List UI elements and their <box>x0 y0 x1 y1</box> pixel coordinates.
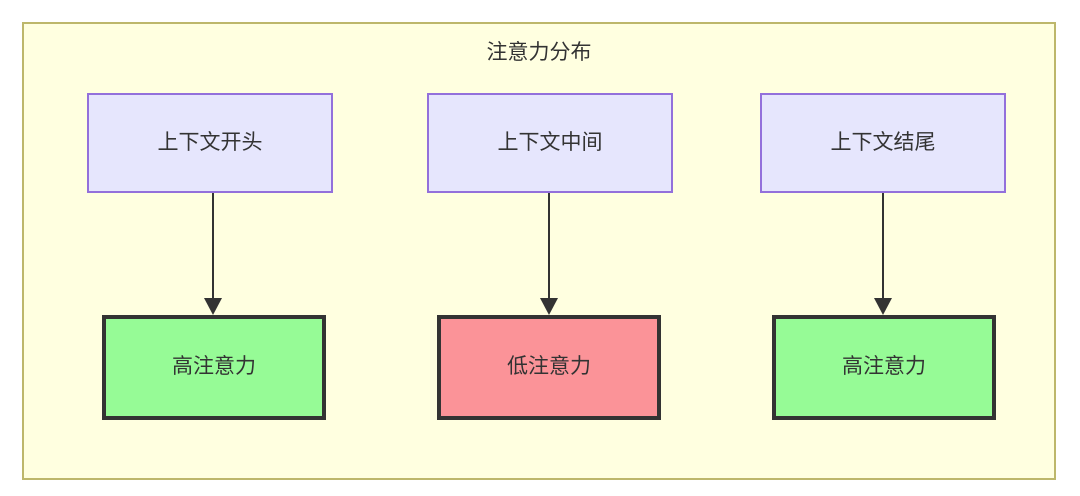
node-attention-high-end[interactable]: 高注意力 <box>772 315 996 420</box>
diagram-title: 注意力分布 <box>486 41 592 64</box>
node-context-middle[interactable]: 上下文中间 <box>427 93 673 193</box>
node-attention-high-start[interactable]: 高注意力 <box>102 315 326 420</box>
node-context-end[interactable]: 上下文结尾 <box>760 93 1006 193</box>
node-attention-low-middle[interactable]: 低注意力 <box>437 315 661 420</box>
node-context-start[interactable]: 上下文开头 <box>87 93 333 193</box>
